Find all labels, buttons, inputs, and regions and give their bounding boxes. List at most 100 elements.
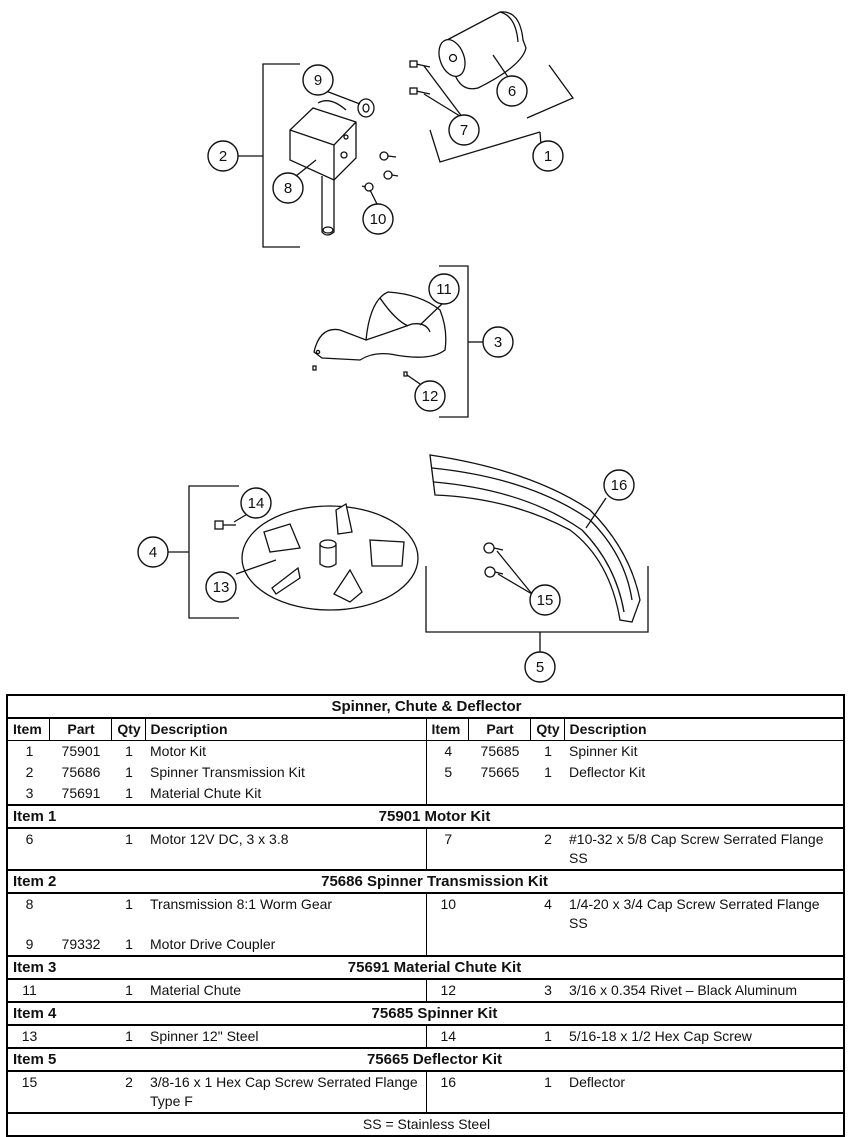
- table-cell: [49, 893, 111, 934]
- table-cell: 79332: [61, 936, 101, 952]
- table-cell: 75691: [61, 785, 101, 801]
- callout-14: 14: [240, 487, 272, 519]
- svg-text:9: 9: [314, 72, 322, 89]
- table-cell: [468, 828, 530, 870]
- table-cell: 1: [125, 831, 133, 847]
- callouts: 1 2 3 4 5 6 7 8 9 10 11 12 13 14 15 16: [137, 64, 635, 683]
- coupler-drawing: [357, 98, 375, 118]
- table-cell: 1: [544, 764, 552, 780]
- table-cell: 16: [425, 1071, 468, 1113]
- table-cell: 1: [125, 1028, 133, 1044]
- table-cell: 7: [425, 828, 468, 870]
- callout-4: 4: [137, 536, 169, 568]
- svg-text:5: 5: [536, 659, 544, 676]
- table-cell: 6: [25, 831, 34, 847]
- callout-11: 11: [428, 273, 460, 305]
- parts-table: Spinner, Chute & Deflector Item Part Qty…: [6, 694, 845, 1137]
- callout-15: 15: [529, 584, 561, 616]
- deflector-kit-bracket: [425, 566, 649, 633]
- table-cell: [425, 934, 468, 956]
- section-title: 75686 Spinner Transmission Kit: [111, 869, 844, 894]
- section-title: 75665 Deflector Kit: [111, 1047, 844, 1072]
- svg-text:13: 13: [213, 579, 230, 596]
- table-cell: 11: [22, 982, 37, 998]
- deflector-screws-drawing: [483, 542, 504, 578]
- rivets-drawing: [312, 365, 408, 377]
- table-cell: [425, 783, 468, 805]
- table-cell: [49, 1025, 111, 1048]
- table-cell: Deflector: [569, 1074, 626, 1090]
- table-cell: 2: [544, 831, 552, 847]
- table-cell: 1: [125, 743, 133, 759]
- svg-text:4: 4: [149, 544, 157, 561]
- section-title: 75685 Spinner Kit: [111, 1001, 844, 1026]
- table-cell: 13: [21, 1028, 38, 1044]
- table-cell: 75665: [480, 764, 520, 780]
- deflector-drawing: [429, 454, 641, 623]
- motor-screws-drawing: [409, 60, 431, 95]
- footer-note: SS = Stainless Steel: [7, 1112, 844, 1137]
- table-cell: #10-32 x 5/8 Cap Screw Serrated Flange S…: [569, 831, 824, 866]
- chute-drawing: [313, 291, 447, 361]
- table-row: 6 1 Motor 12V DC, 3 x 3.8 7 2 #10-32 x 5/8 Ca…: [7, 828, 844, 870]
- svg-text:7: 7: [460, 122, 468, 139]
- table-cell: [468, 1025, 530, 1048]
- transmission-drawing: [289, 100, 357, 236]
- svg-text:8: 8: [284, 180, 292, 197]
- table-cell: 9: [25, 936, 34, 952]
- table-cell: 1: [125, 936, 133, 952]
- col-header: Qty: [110, 717, 146, 741]
- table-cell: [49, 1071, 111, 1113]
- callout-9: 9: [302, 64, 334, 96]
- motor-kit-bracket: [429, 129, 541, 163]
- table-cell: 15: [21, 1074, 38, 1090]
- table-cell: Transmission 8:1 Worm Gear: [150, 896, 333, 912]
- table-cell: 3: [544, 982, 552, 998]
- table-cell: Motor 12V DC, 3 x 3.8: [150, 831, 289, 847]
- spinner-drawing: [241, 502, 419, 611]
- transmission-screws-drawing: [361, 151, 399, 192]
- col-header: Qty: [529, 717, 565, 741]
- svg-text:6: 6: [508, 83, 516, 100]
- section-label: Item 2: [7, 869, 111, 894]
- table-cell: 14: [425, 1025, 468, 1048]
- callout-8: 8: [272, 172, 304, 204]
- table-cell: 5: [425, 762, 468, 783]
- svg-text:1: 1: [544, 148, 552, 165]
- table-cell: [530, 934, 564, 956]
- callout-6: 6: [496, 75, 528, 107]
- col-header: Part: [48, 717, 112, 741]
- col-header: Item: [425, 717, 469, 741]
- col-header: Description: [144, 717, 427, 741]
- table-cell: 1: [125, 982, 133, 998]
- table-cell: 3/8-16 x 1 Hex Cap Screw Serrated Flange…: [150, 1074, 418, 1109]
- callout-5: 5: [524, 651, 556, 683]
- table-cell: 4: [425, 740, 468, 762]
- section-title: 75901 Motor Kit: [111, 804, 844, 829]
- svg-text:10: 10: [370, 211, 387, 228]
- table-cell: 5/16-18 x 1/2 Hex Cap Screw: [569, 1028, 752, 1044]
- table-header-row: Item Part Qty Description Item Part Qty …: [6, 717, 845, 741]
- section-label: Item 1: [7, 804, 111, 829]
- table-cell: Material Chute Kit: [150, 785, 262, 801]
- table-cell: [468, 934, 530, 956]
- svg-text:2: 2: [219, 148, 227, 165]
- table-cell: [530, 783, 564, 805]
- motor-drawing: [438, 11, 527, 90]
- callout-1: 1: [532, 140, 564, 172]
- table-cell: 2: [25, 764, 34, 780]
- callout-7: 7: [448, 114, 480, 146]
- table-cell: Motor Drive Coupler: [150, 936, 276, 952]
- callout-13: 13: [205, 571, 237, 603]
- table-cell: [564, 934, 844, 956]
- section-label: Item 5: [7, 1047, 111, 1072]
- spinner-screw-drawing: [214, 520, 236, 530]
- table-cell: [468, 893, 530, 934]
